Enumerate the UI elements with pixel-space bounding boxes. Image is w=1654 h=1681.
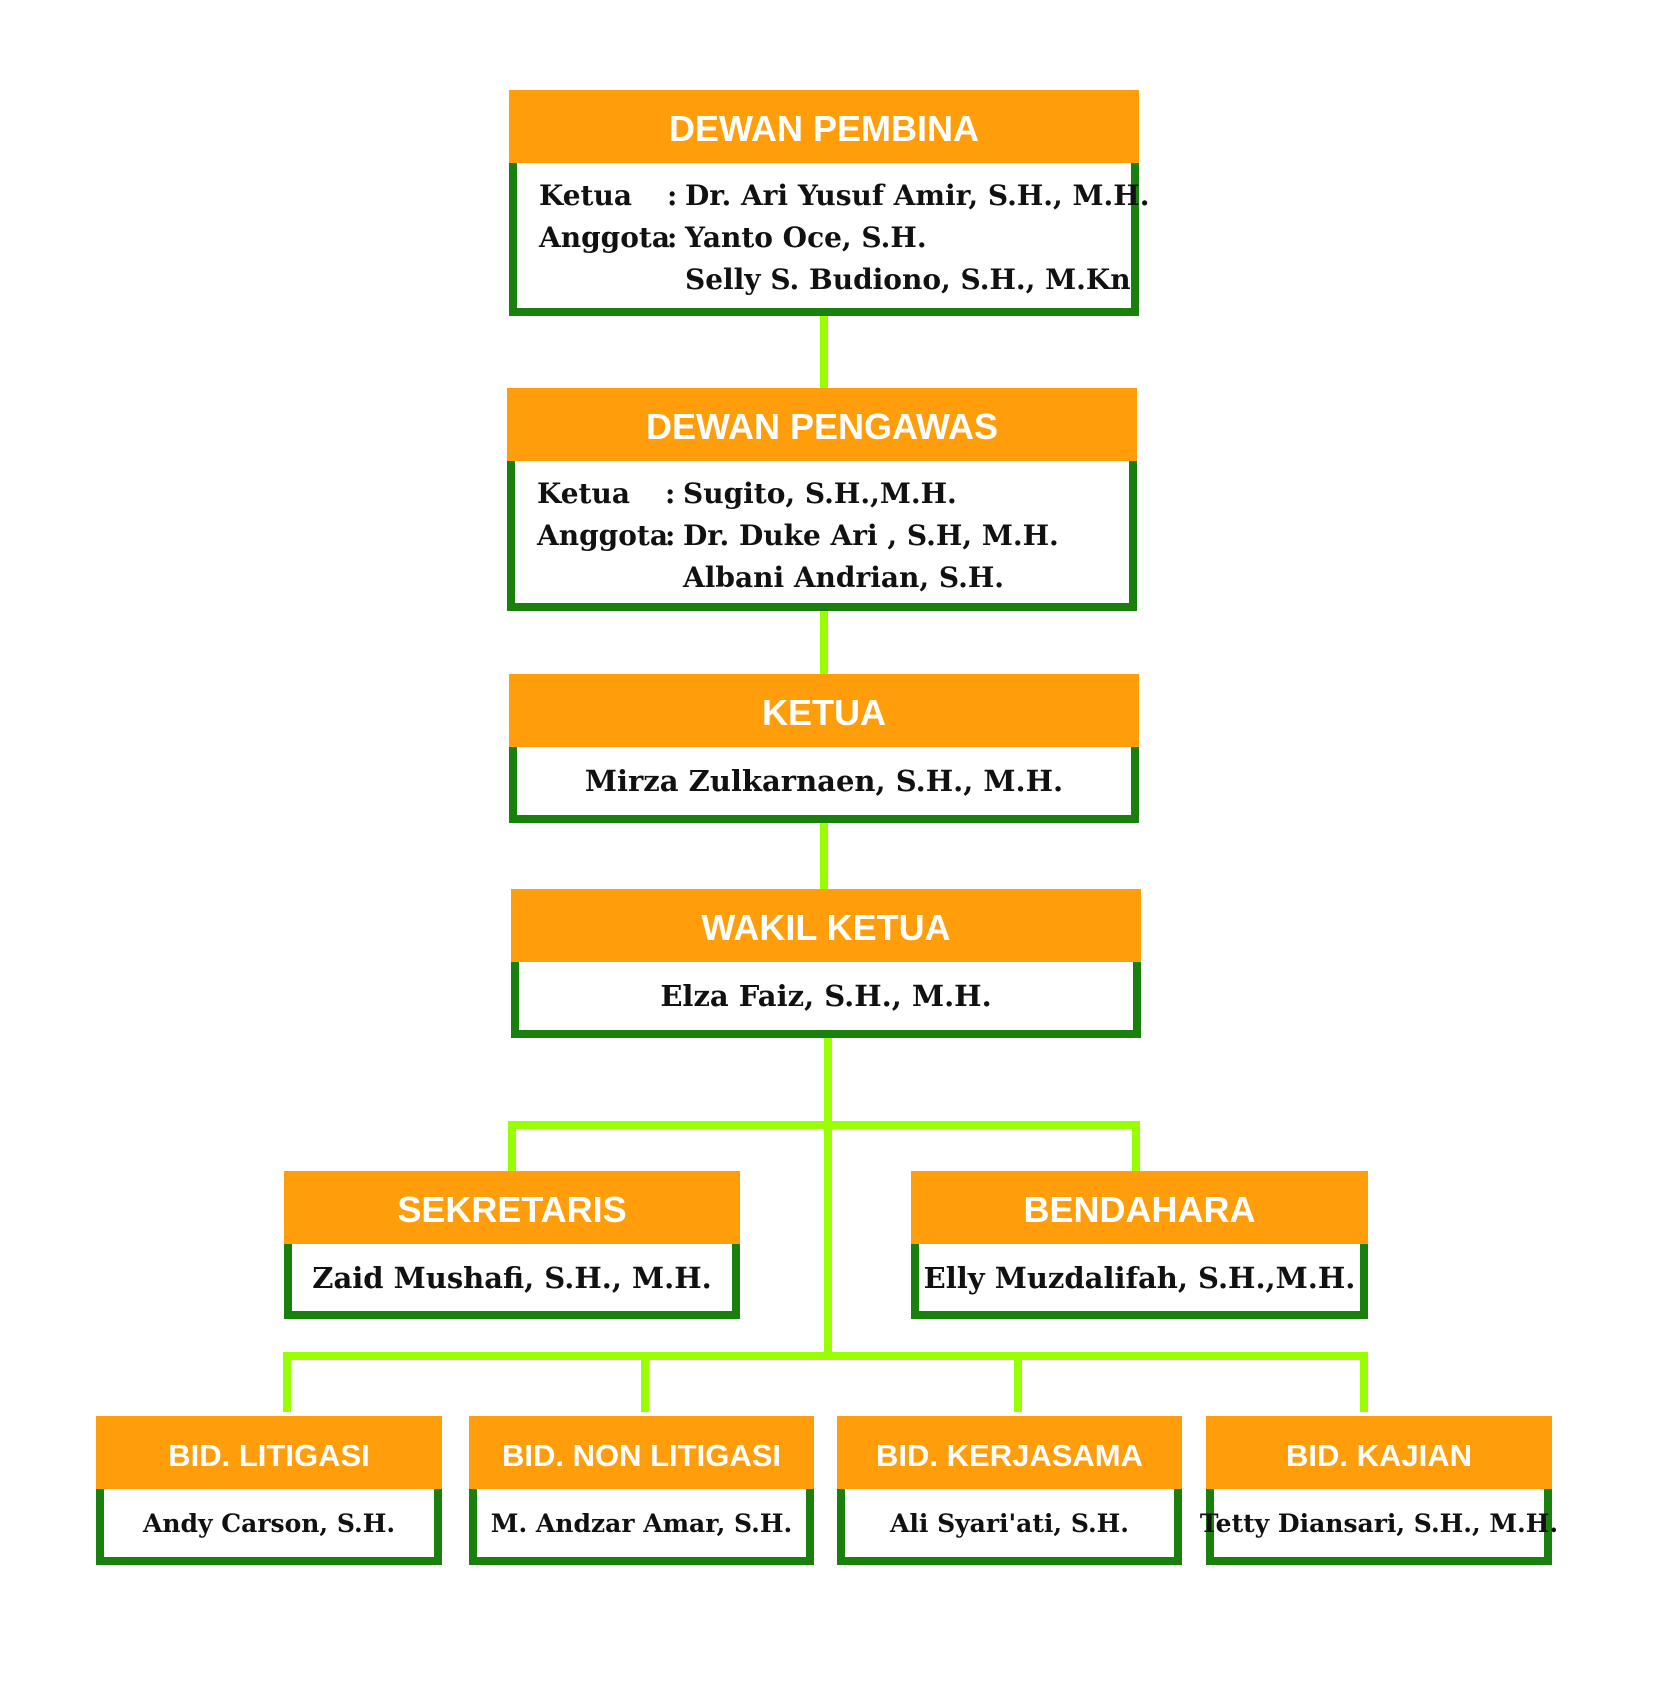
- dewan-pengawas-members: Ketua : Sugito, S.H.,M.H. Anggota : Dr. …: [507, 461, 1137, 611]
- ketua-name: Dr. Ari Yusuf Amir, S.H., M.H.: [685, 179, 1150, 212]
- connector-pembina-pengawas: [820, 312, 828, 390]
- dewan-pembina-title: DEWAN PEMBINA: [509, 90, 1139, 163]
- connector-to-non-litigasi: [641, 1352, 649, 1412]
- bid-kerjasama-title: BID. KERJASAMA: [837, 1416, 1182, 1489]
- ketua-label: Ketua: [537, 477, 630, 510]
- ketua-box: KETUA Mirza Zulkarnaen, S.H., M.H.: [509, 674, 1139, 823]
- ketua-name: Mirza Zulkarnaen, S.H., M.H.: [509, 747, 1139, 823]
- bendahara-box: BENDAHARA Elly Muzdalifah, S.H.,M.H.: [911, 1171, 1368, 1319]
- bid-litigasi-name: Andy Carson, S.H.: [96, 1489, 442, 1565]
- bendahara-name: Elly Muzdalifah, S.H.,M.H.: [911, 1244, 1368, 1319]
- ketua-title: KETUA: [509, 674, 1139, 747]
- connector-to-kerjasama: [1014, 1352, 1022, 1412]
- anggota-label: Anggota: [539, 221, 670, 254]
- bid-kajian-name: Tetty Diansari, S.H., M.H.: [1200, 1489, 1558, 1565]
- bid-kajian-box: BID. KAJIAN Tetty Diansari, S.H., M.H.: [1200, 1416, 1558, 1565]
- sekretaris-title: SEKRETARIS: [284, 1171, 740, 1244]
- connector-to-sekretaris: [508, 1121, 516, 1173]
- bid-litigasi-title: BID. LITIGASI: [96, 1416, 442, 1489]
- colon: :: [667, 179, 678, 212]
- bid-non-litigasi-name: M. Andzar Amar, S.H.: [469, 1489, 814, 1565]
- connector-ketua-wakil: [820, 823, 828, 891]
- anggota-name: Yanto Oce, S.H.: [685, 221, 927, 254]
- connector-wakil-trunk: [824, 1038, 832, 1360]
- dewan-pembina-members: Ketua : Dr. Ari Yusuf Amir, S.H., M.H. A…: [509, 163, 1149, 316]
- connector-to-bendahara: [1132, 1121, 1140, 1173]
- connector-to-litigasi: [283, 1352, 291, 1412]
- bid-kerjasama-name: Ali Syari'ati, S.H.: [837, 1489, 1182, 1565]
- wakil-ketua-name: Elza Faiz, S.H., M.H.: [511, 962, 1141, 1038]
- bid-non-litigasi-title: BID. NON LITIGASI: [469, 1416, 814, 1489]
- ketua-name: Sugito, S.H.,M.H.: [683, 477, 957, 510]
- colon: :: [665, 519, 676, 552]
- connector-to-kajian: [1360, 1352, 1368, 1412]
- bendahara-title: BENDAHARA: [911, 1171, 1368, 1244]
- dewan-pengawas-title: DEWAN PENGAWAS: [507, 388, 1137, 461]
- colon: :: [667, 221, 678, 254]
- connector-pengawas-ketua: [820, 598, 828, 676]
- dewan-pengawas-box: DEWAN PENGAWAS Ketua : Sugito, S.H.,M.H.…: [507, 388, 1137, 611]
- anggota-name: Albani Andrian, S.H.: [683, 561, 1005, 594]
- anggota-name: Dr. Duke Ari , S.H, M.H.: [683, 519, 1059, 552]
- ketua-label: Ketua: [539, 179, 632, 212]
- bid-non-litigasi-box: BID. NON LITIGASI M. Andzar Amar, S.H.: [469, 1416, 814, 1565]
- colon: :: [665, 477, 676, 510]
- wakil-ketua-title: WAKIL KETUA: [511, 889, 1141, 962]
- anggota-name: Selly S. Budiono, S.H., M.Kn: [685, 263, 1131, 296]
- bid-litigasi-box: BID. LITIGASI Andy Carson, S.H.: [96, 1416, 442, 1565]
- connector-branch-top: [508, 1121, 1140, 1129]
- sekretaris-box: SEKRETARIS Zaid Mushafi, S.H., M.H.: [284, 1171, 740, 1319]
- anggota-label: Anggota: [537, 519, 668, 552]
- dewan-pembina-box: DEWAN PEMBINA Ketua : Dr. Ari Yusuf Amir…: [509, 90, 1149, 316]
- connector-branch-bottom: [283, 1352, 1368, 1360]
- bid-kajian-title: BID. KAJIAN: [1206, 1416, 1552, 1489]
- wakil-ketua-box: WAKIL KETUA Elza Faiz, S.H., M.H.: [511, 889, 1141, 1038]
- bid-kerjasama-box: BID. KERJASAMA Ali Syari'ati, S.H.: [837, 1416, 1182, 1565]
- sekretaris-name: Zaid Mushafi, S.H., M.H.: [284, 1244, 740, 1319]
